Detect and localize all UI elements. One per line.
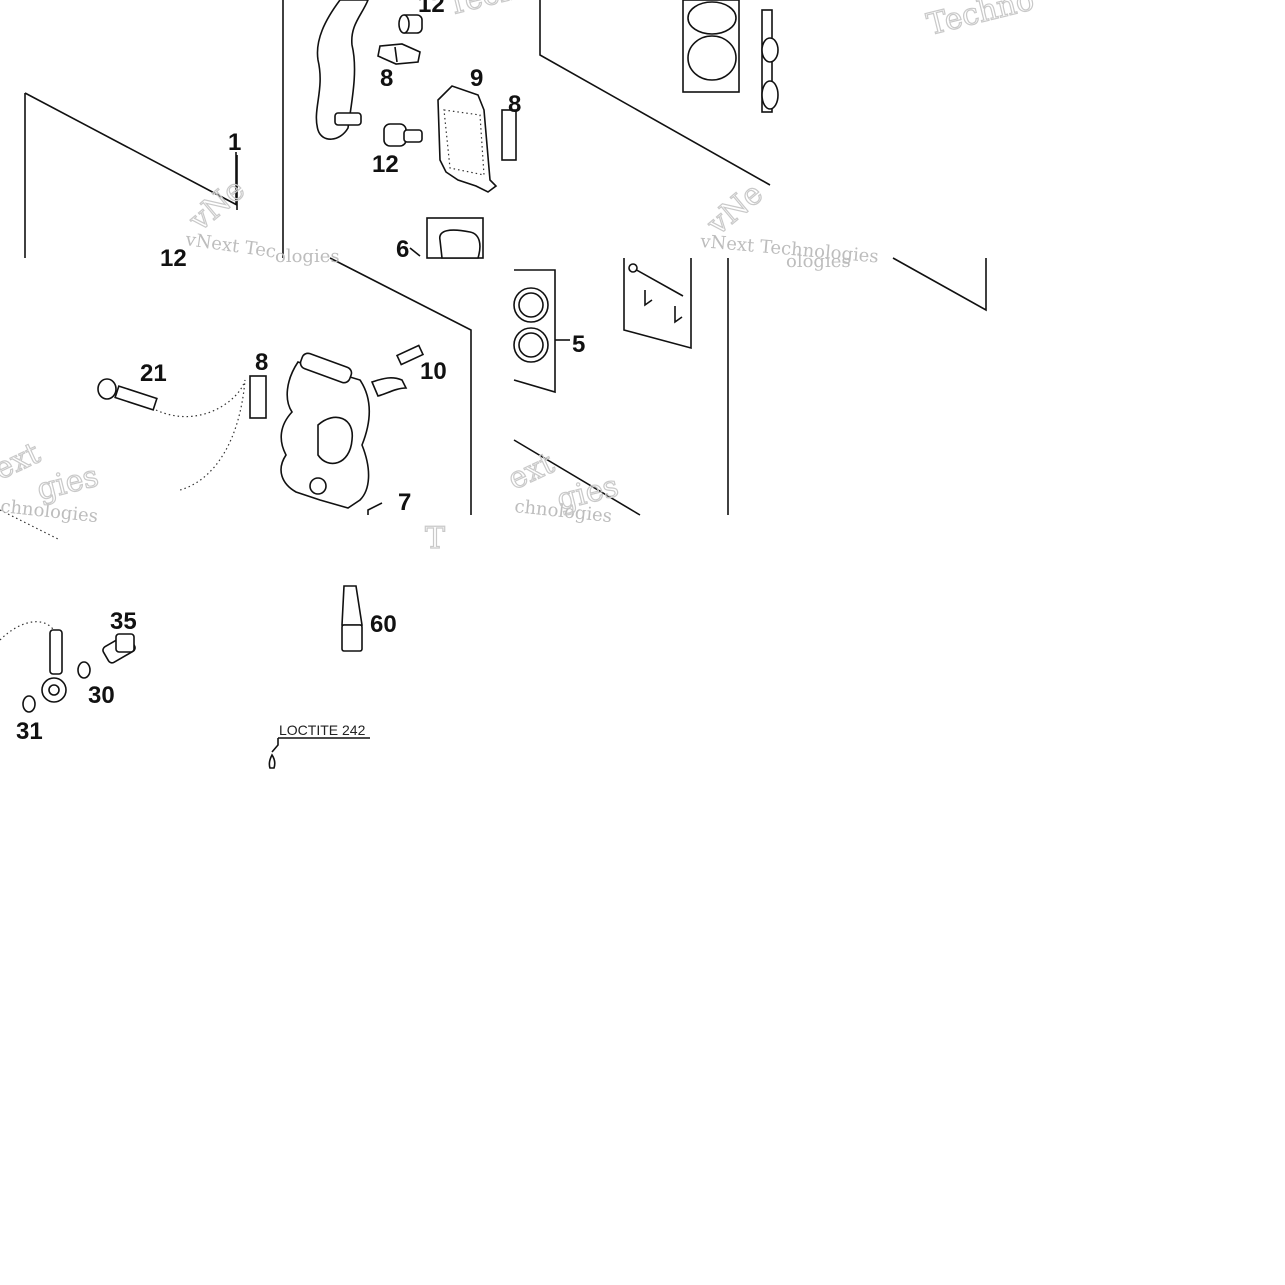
retaining-pin [628, 263, 684, 324]
callout-12-left: 12 [160, 245, 187, 272]
callout-7: 7 [398, 489, 411, 516]
callout-8-top: 8 [380, 65, 393, 92]
piston-3 [687, 1, 779, 110]
banjo-bolt-35 [102, 633, 136, 664]
banjo-fitting-21 [0, 378, 246, 541]
callout-35: 35 [110, 608, 137, 635]
watermark-text: T [425, 521, 445, 556]
callout-numbers: 1 12 12 8 9 8 12 6 5 21 8 10 7 35 60 30 … [16, 0, 585, 745]
caliper-body [249, 352, 371, 509]
loctite-label: LOCTITE 242 [279, 722, 366, 738]
seal-rings-5 [513, 287, 549, 363]
watermark-text: ext [503, 446, 560, 497]
callout-12-top: 12 [418, 0, 445, 18]
pad-6 [439, 229, 481, 259]
caliper-bracket [315, 0, 369, 140]
bolt-12-middle [383, 123, 423, 147]
bolt-12-top [398, 14, 423, 34]
brake-hose-lower [0, 621, 91, 713]
callout-9: 9 [470, 65, 483, 92]
watermark-text: ologies [275, 246, 340, 267]
leader-lines [235, 152, 570, 739]
callout-8-caliper: 8 [255, 349, 268, 376]
bleed-screw-10 [370, 344, 425, 397]
callout-21: 21 [140, 360, 167, 387]
brake-pad-9 [437, 85, 517, 193]
watermark-text: Techno [923, 0, 1037, 43]
watermark-text: vNext Tec [183, 229, 277, 263]
callout-60: 60 [370, 611, 397, 638]
callout-6: 6 [396, 236, 409, 263]
clip-8-top [377, 43, 421, 65]
loctite-drop [268, 738, 279, 769]
watermark-text: ologies [786, 251, 851, 272]
loctite-bottle-60 [341, 585, 363, 652]
callout-12-middle: 12 [372, 151, 399, 178]
watermarks: vNext Tec vNext Technologies ologies olo… [0, 0, 1038, 557]
callout-10: 10 [420, 358, 447, 385]
callout-1: 1 [228, 129, 241, 156]
callout-30: 30 [88, 682, 115, 709]
callout-31: 31 [16, 718, 43, 745]
callout-8-right: 8 [508, 91, 521, 118]
callout-5: 5 [572, 331, 585, 358]
